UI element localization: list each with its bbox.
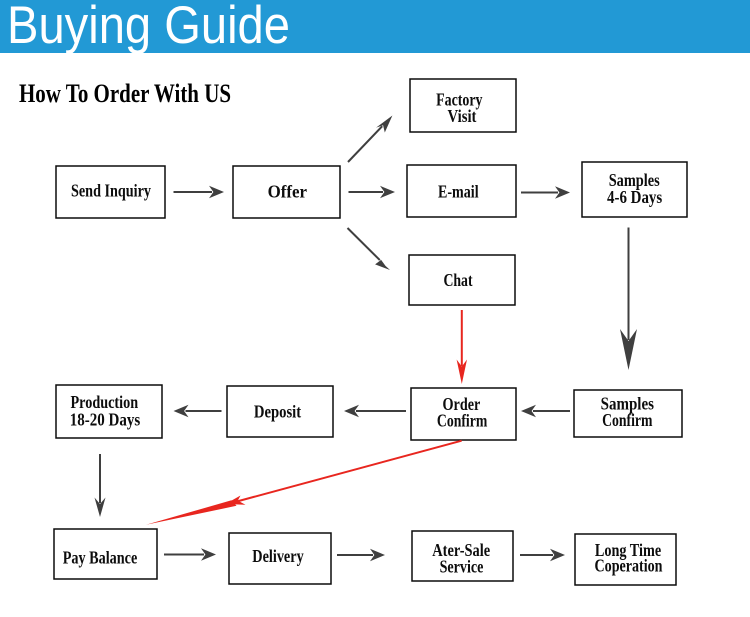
svg-text:Production: Production — [71, 392, 139, 412]
svg-text:Confirm: Confirm — [602, 410, 652, 430]
svg-text:Factory: Factory — [436, 90, 482, 110]
svg-text:Chat: Chat — [443, 270, 472, 290]
svg-text:Order: Order — [443, 394, 481, 414]
svg-text:Service: Service — [440, 557, 484, 577]
svg-text:Deposit: Deposit — [254, 401, 301, 421]
svg-text:Visit: Visit — [448, 106, 477, 126]
svg-text:Delivery: Delivery — [252, 546, 303, 566]
svg-text:Buying Guide: Buying Guide — [7, 0, 290, 55]
svg-text:Coperation: Coperation — [595, 556, 663, 576]
svg-text:Samples: Samples — [601, 393, 654, 413]
svg-text:Long Time: Long Time — [595, 540, 661, 560]
svg-text:E-mail: E-mail — [438, 181, 479, 201]
svg-text:Offer: Offer — [268, 181, 307, 201]
svg-text:Pay Balance: Pay Balance — [63, 547, 138, 567]
svg-text:4-6 Days: 4-6 Days — [607, 187, 662, 207]
svg-text:How To Order With US: How To Order With US — [19, 79, 231, 108]
svg-text:18-20 Days: 18-20 Days — [70, 410, 141, 430]
svg-text:Confirm: Confirm — [437, 410, 487, 430]
svg-text:Samples: Samples — [609, 170, 660, 190]
svg-text:Ater-Sale: Ater-Sale — [432, 540, 490, 560]
svg-text:Send Inquiry: Send Inquiry — [71, 180, 151, 200]
